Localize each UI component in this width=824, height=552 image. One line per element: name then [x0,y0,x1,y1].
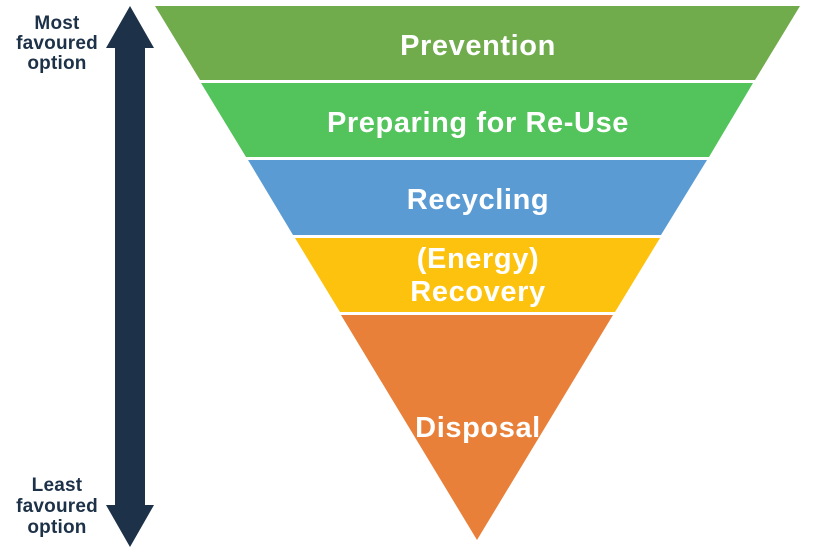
level-energy-recovery-label-line2: Recovery [410,276,545,308]
favourability-arrow [106,6,154,547]
level-disposal [341,315,613,540]
most-favoured-label-line3: option [27,53,86,74]
level-preparing-for-re-use [201,83,753,157]
level-prevention-label: Prevention [400,30,556,62]
least-favoured-label-line3: option [27,517,86,538]
most-favoured-label-line1: Most [34,13,80,34]
level-disposal-label: Disposal [415,412,541,444]
level-preparing-for-re-use-label: Preparing for Re-Use [327,107,629,139]
least-favoured-label-line2: favoured [16,496,98,517]
level-energy-recovery-label-line1: (Energy) [417,243,539,275]
level-prevention [155,6,800,80]
level-energy-recovery [295,238,660,312]
level-recycling-label: Recycling [407,184,549,216]
level-recycling [248,160,707,235]
least-favoured-label-line1: Least [32,475,83,496]
most-favoured-label-line2: favoured [16,33,98,54]
